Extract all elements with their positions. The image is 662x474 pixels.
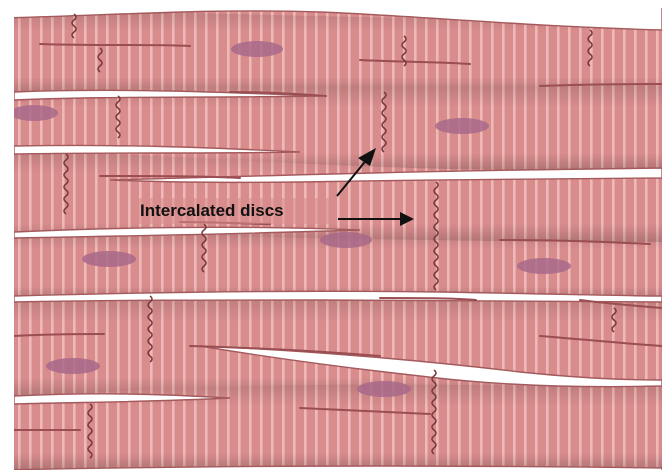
- nucleus-icon: [517, 258, 571, 274]
- nucleus-icon: [320, 232, 372, 248]
- border-13: [299, 407, 431, 415]
- arrows: [336, 148, 414, 226]
- intercalated-disc-icon: [431, 369, 437, 455]
- intercalated-disc-icon: [611, 307, 617, 333]
- border-9: [189, 345, 381, 357]
- border-14: [379, 297, 477, 301]
- nucleus-icon: [357, 381, 411, 397]
- border-4: [539, 83, 662, 87]
- intercalated-disc-icon: [401, 35, 407, 67]
- fiber-row-4: [14, 232, 662, 300]
- gap-2: [14, 144, 301, 155]
- nucleus-icon: [231, 41, 283, 57]
- gap-7: [14, 393, 231, 405]
- border-3: [229, 91, 327, 97]
- arrow-head-icon: [400, 212, 414, 226]
- nucleus-icon: [14, 105, 58, 121]
- intercalated-disc-icon: [115, 95, 121, 139]
- border-2: [359, 59, 471, 65]
- nucleus-icon: [82, 251, 136, 267]
- label-backdrop: [136, 198, 332, 224]
- intercalated-disc-icon: [97, 47, 103, 73]
- intercalated-disc-icon: [87, 403, 93, 459]
- intercalated-disc-icon: [381, 91, 387, 153]
- intercalated-disc-icon: [63, 153, 69, 215]
- top-edge: [14, 8, 662, 31]
- nucleus-icon: [435, 118, 489, 134]
- intercalated-disc-icon: [433, 181, 439, 291]
- border-7: [499, 239, 651, 245]
- border-10: [539, 335, 662, 347]
- arrow-up-right: [336, 157, 369, 197]
- annotation: Intercalated discs: [136, 148, 414, 226]
- intercalated-discs-label: Intercalated discs: [140, 201, 284, 220]
- intercalated-disc-icon: [201, 223, 207, 273]
- nucleus-icon: [46, 358, 100, 374]
- gap-4: [14, 226, 361, 239]
- intercalated-disc-icon: [587, 29, 593, 67]
- arrow-head-icon: [358, 148, 376, 166]
- intercalated-discs: [63, 13, 617, 459]
- nuclei: [14, 41, 571, 397]
- border-8: [14, 333, 105, 337]
- border-11: [579, 299, 662, 309]
- fiber-row-1: [14, 10, 662, 94]
- intercalated-disc-icon: [147, 295, 153, 363]
- fiber-row-6: [14, 384, 662, 470]
- border-5: [99, 175, 241, 179]
- bottom-edge: [14, 465, 662, 470]
- intercalated-disc-icon: [71, 13, 77, 39]
- gap-6: [199, 345, 662, 388]
- border-1: [39, 43, 191, 47]
- gap-3: [109, 167, 662, 184]
